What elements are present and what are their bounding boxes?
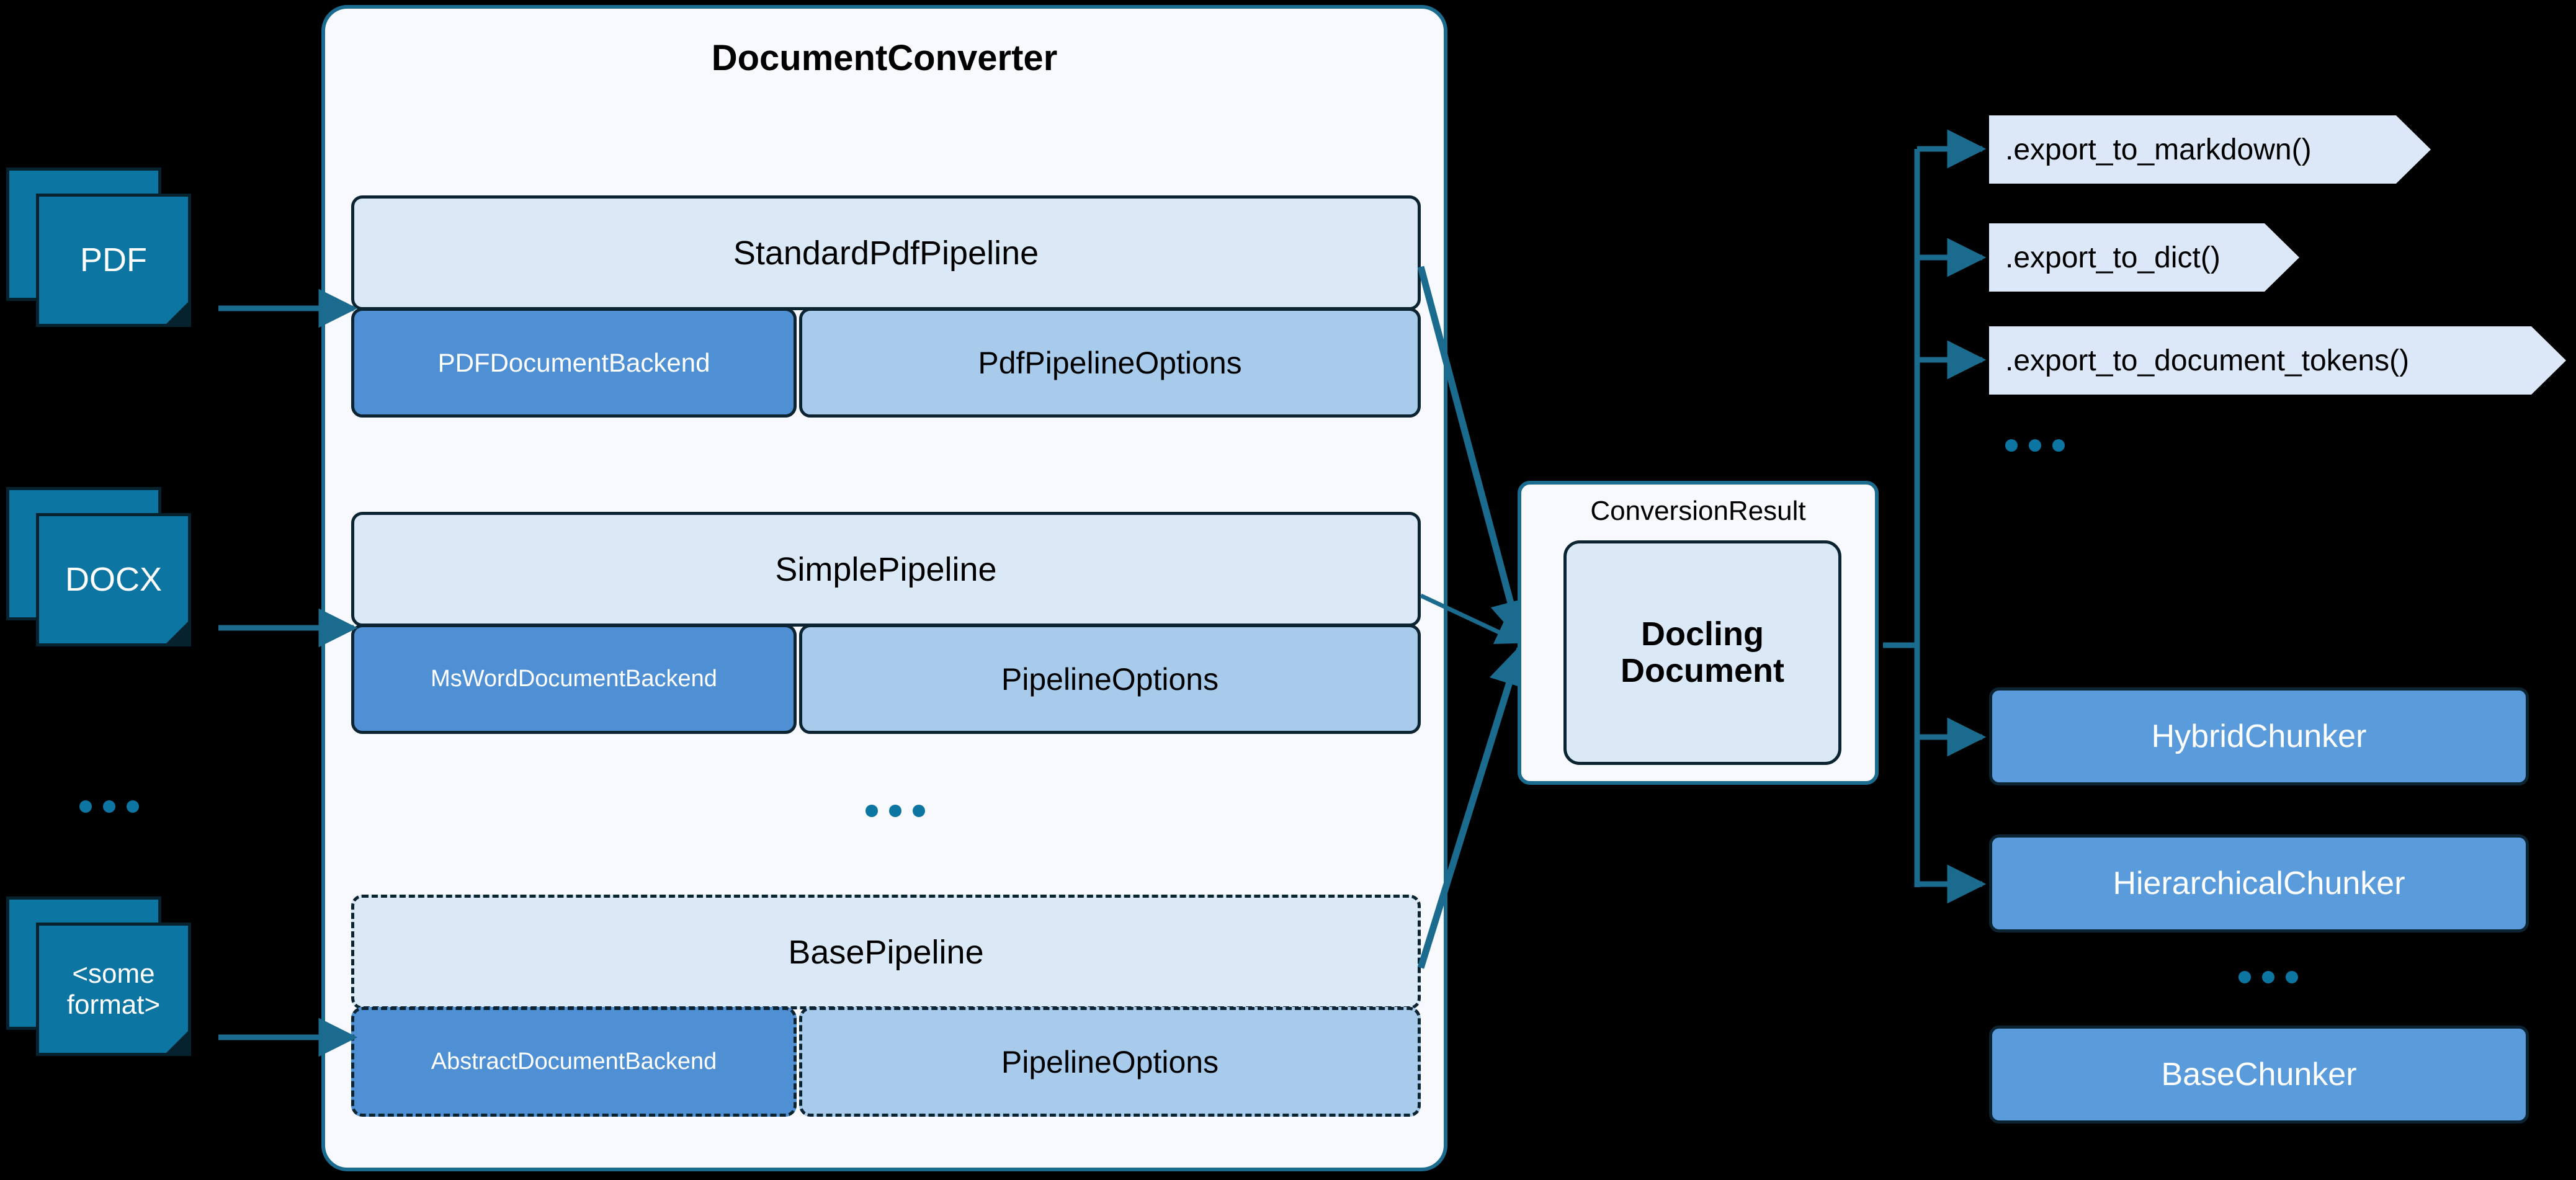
docling-document-label: Docling Document bbox=[1620, 615, 1784, 689]
pipeline-standardpdfpipeline-header[interactable]: StandardPdfPipeline bbox=[351, 195, 1421, 310]
options-name: PipelineOptions bbox=[1001, 661, 1219, 697]
pipeline-name: StandardPdfPipeline bbox=[733, 234, 1039, 272]
input-doc-label: DOCX bbox=[65, 561, 162, 599]
page-title: DocumentConverter bbox=[711, 38, 1058, 78]
pipelines-ellipsis bbox=[865, 805, 925, 817]
docling-document-box[interactable]: Docling Document bbox=[1563, 540, 1841, 765]
chunker-hybridchunker[interactable]: HybridChunker bbox=[1989, 687, 2529, 785]
export-label: .export_to_document_tokens() bbox=[2005, 344, 2410, 377]
pipeline-name: SimplePipeline bbox=[775, 550, 997, 588]
options-name: PipelineOptions bbox=[1001, 1044, 1219, 1079]
export-to-dict-shape[interactable]: .export_to_dict() bbox=[1989, 223, 2299, 292]
conversion-result-box: ConversionResult Docling Document bbox=[1518, 481, 1879, 785]
backend-name: PDFDocumentBackend bbox=[437, 347, 710, 377]
pipeline-basepipeline-header[interactable]: BasePipeline bbox=[351, 895, 1421, 1009]
pipeline-basepipeline-backend[interactable]: AbstractDocumentBackend bbox=[351, 1007, 797, 1117]
options-name: PdfPipelineOptions bbox=[978, 345, 1242, 380]
chunkers-ellipsis bbox=[2238, 971, 2298, 983]
chunker-label: HybridChunker bbox=[2151, 718, 2367, 754]
chunker-hierarchicalchunker[interactable]: HierarchicalChunker bbox=[1989, 834, 2529, 932]
input-doc-label: PDF bbox=[80, 241, 147, 279]
input-doc-some-format[interactable]: <some format> bbox=[6, 896, 211, 1056]
pipeline-standardpdfpipeline-backend[interactable]: PDFDocumentBackend bbox=[351, 308, 797, 418]
export-label: .export_to_markdown() bbox=[2005, 133, 2312, 166]
pipeline-standardpdfpipeline-options[interactable]: PdfPipelineOptions bbox=[799, 308, 1421, 418]
chunker-label: HierarchicalChunker bbox=[2113, 865, 2405, 901]
pipeline-simplepipeline-options[interactable]: PipelineOptions bbox=[799, 624, 1421, 734]
backend-name: MsWordDocumentBackend bbox=[431, 666, 717, 692]
doc-fold-corner bbox=[163, 1028, 191, 1056]
export-to-markdown-shape[interactable]: .export_to_markdown() bbox=[1989, 115, 2431, 184]
pipeline-simplepipeline-header[interactable]: SimplePipeline bbox=[351, 512, 1421, 627]
input-doc-docx[interactable]: DOCX bbox=[6, 487, 211, 646]
backend-name: AbstractDocumentBackend bbox=[431, 1048, 717, 1075]
exports-ellipsis bbox=[2005, 439, 2065, 452]
conversion-result-label: ConversionResult bbox=[1590, 496, 1806, 526]
pipeline-name: BasePipeline bbox=[788, 933, 984, 971]
chunker-basechunker[interactable]: BaseChunker bbox=[1989, 1026, 2529, 1124]
input-doc-pdf[interactable]: PDF bbox=[6, 168, 211, 327]
pipeline-simplepipeline-backend[interactable]: MsWordDocumentBackend bbox=[351, 624, 797, 734]
doc-stack-front: DOCX bbox=[36, 513, 191, 646]
export-label: .export_to_dict() bbox=[2005, 241, 2220, 274]
input-docs-ellipsis bbox=[79, 800, 139, 813]
pipeline-basepipeline-options[interactable]: PipelineOptions bbox=[799, 1007, 1421, 1117]
doc-fold-corner bbox=[163, 299, 191, 327]
export-to-document-tokens-shape[interactable]: .export_to_document_tokens() bbox=[1989, 326, 2566, 395]
chunker-label: BaseChunker bbox=[2161, 1057, 2357, 1093]
input-doc-label: <some format> bbox=[66, 959, 161, 1020]
doc-fold-corner bbox=[163, 619, 191, 646]
